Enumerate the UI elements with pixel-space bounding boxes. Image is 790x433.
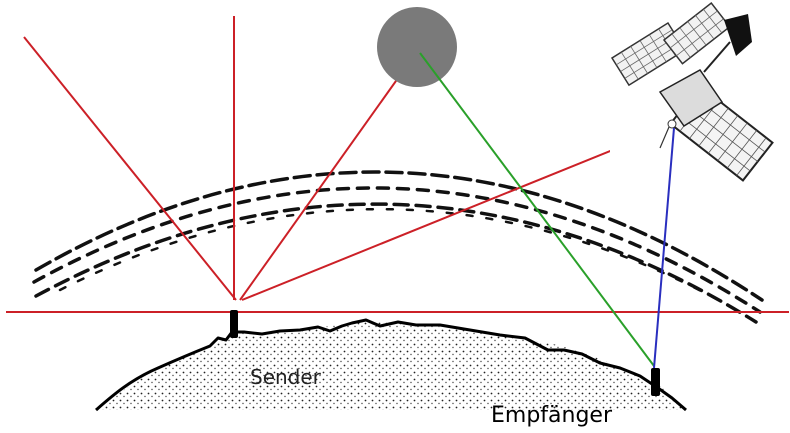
satellite-uplink-ray [241,125,673,301]
earth-terrain [95,318,687,412]
receiver-antenna-icon [651,368,660,396]
moon-icon [377,7,457,87]
terrain-dotted-fill [100,322,685,410]
ionosphere-band-4 [58,207,742,314]
sender-rays [23,16,673,301]
satellite-downlink [653,127,675,369]
satellite-icon [610,2,782,190]
ionosphere-band-3 [34,202,758,324]
sender-label: Sender [250,365,322,389]
sky-wave-ray-left [23,36,237,301]
ionosphere-band-1 [34,170,764,302]
moon-reflection-path [419,52,655,367]
sender-antenna-icon [230,310,238,338]
ionosphere-band-2 [32,186,762,314]
moon-uplink-ray [239,49,419,301]
ionosphere-layer [32,170,764,324]
receiver-label: Empfänger [491,403,613,428]
